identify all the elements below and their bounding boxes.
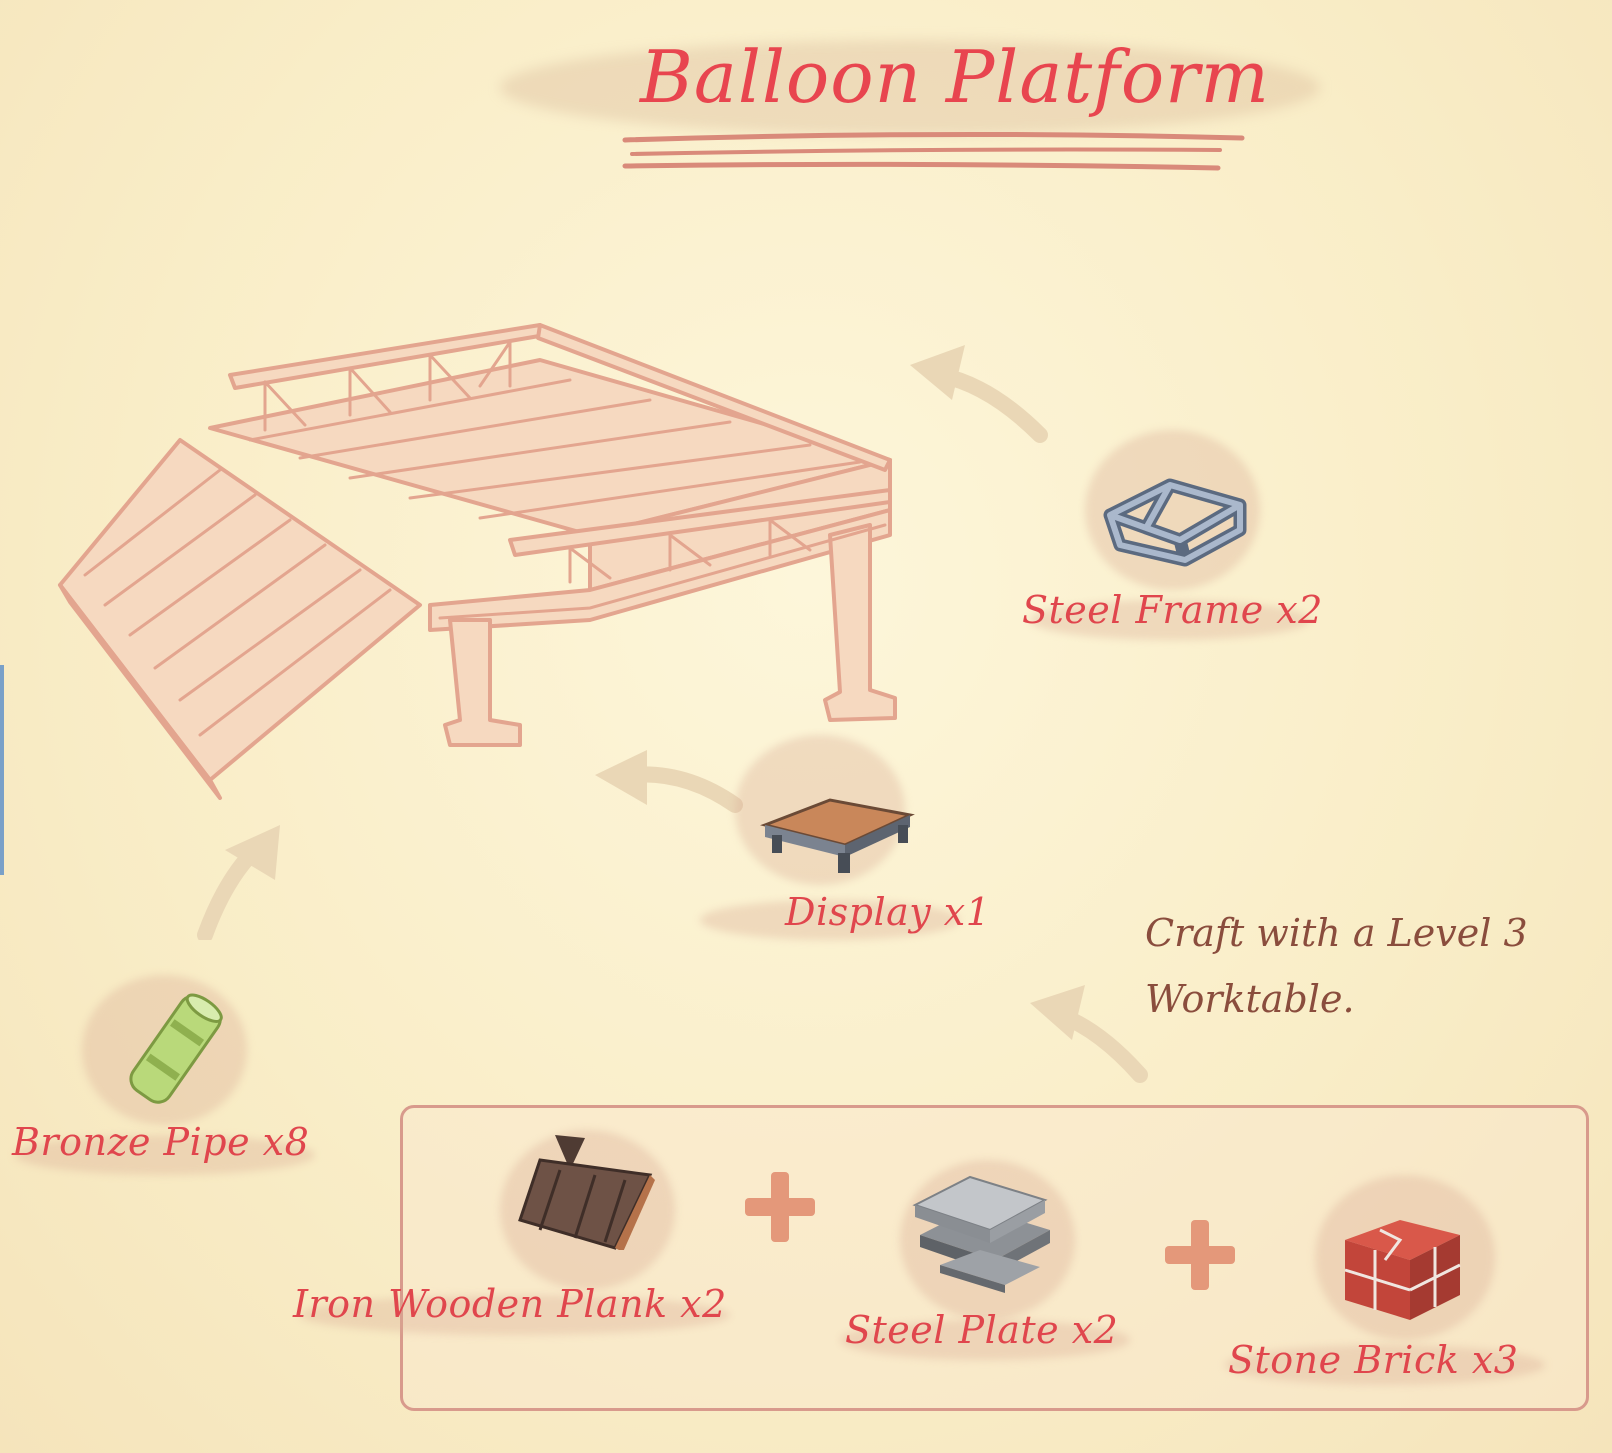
crafting-note: Craft with a Level 3 Worktable.	[1145, 911, 1528, 1021]
component-label: Steel Frame x2	[1022, 588, 1323, 632]
left-edge-bar	[0, 665, 4, 875]
stone-brick-icon[interactable]	[1340, 1215, 1470, 1325]
arrow-icon	[910, 345, 1048, 443]
component-label: Display x1	[785, 890, 991, 934]
recipe-label: Stone Brick x3	[1228, 1338, 1519, 1382]
arrow-icon	[1030, 985, 1148, 1083]
steel-plate-icon[interactable]	[910, 1175, 1060, 1295]
component-label: Bronze Pipe x8	[12, 1120, 310, 1164]
arrow-icon	[595, 750, 743, 813]
steel-frame-icon[interactable]	[1100, 460, 1250, 570]
label-backdrop	[700, 900, 960, 940]
label-backdrop	[1225, 1345, 1545, 1385]
label-backdrop	[840, 1320, 1130, 1360]
iron-wooden-plank-icon[interactable]	[515, 1130, 665, 1250]
display-icon[interactable]	[760, 795, 920, 875]
balloon-platform-sketch	[58, 323, 897, 800]
arrow-icon	[197, 825, 280, 940]
label-backdrop	[300, 1295, 730, 1335]
title-underline	[622, 131, 1245, 171]
label-backdrop	[15, 1135, 315, 1175]
page-title: Balloon Platform	[640, 35, 1270, 119]
title-backdrop	[500, 40, 1320, 135]
label-backdrop	[1030, 600, 1310, 640]
plus-icon	[1165, 1220, 1235, 1290]
recipe-label: Steel Plate x2	[845, 1308, 1119, 1352]
bronze-pipe-icon[interactable]	[115, 985, 235, 1115]
recipe-label: Iron Wooden Plank x2	[293, 1282, 727, 1326]
plus-icon	[745, 1172, 815, 1242]
